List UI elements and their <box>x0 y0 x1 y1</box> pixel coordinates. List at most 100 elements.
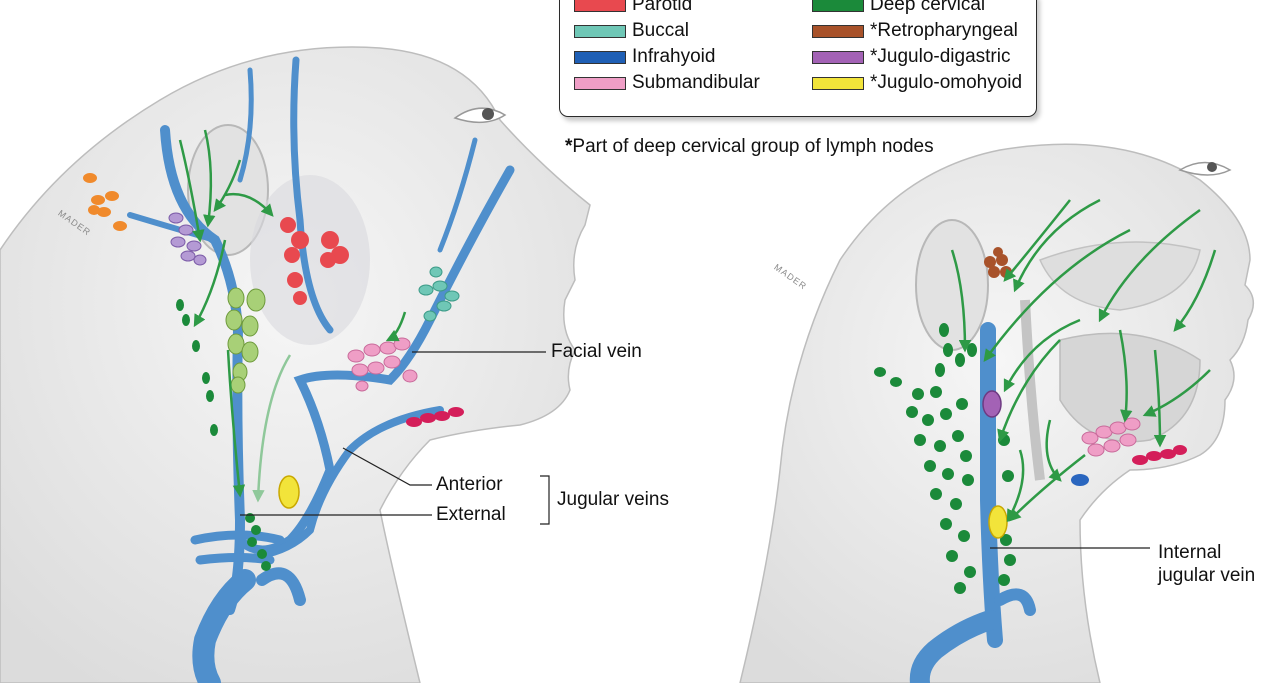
node-mastoid <box>181 251 195 261</box>
node-deep-cervical <box>182 314 190 326</box>
node-submandibular <box>368 362 384 374</box>
node-buccal <box>424 311 436 321</box>
node-deep-cervical <box>257 549 267 559</box>
node-deep-cervical <box>202 372 210 384</box>
node-cervical-superficial <box>242 342 258 362</box>
left-jugulo-omohyoid-node <box>279 476 299 508</box>
legend-swatch <box>812 25 864 38</box>
legend-label: *Jugulo-digastric <box>870 46 1010 68</box>
jugular-veins-bracket <box>540 476 549 524</box>
legend-label: Deep cervical <box>870 0 985 16</box>
node-submental <box>1173 445 1187 455</box>
node-submandibular <box>1120 434 1136 446</box>
node-deep-cervical <box>914 434 926 446</box>
legend-swatch <box>812 77 864 90</box>
node-buccal <box>430 267 442 277</box>
legend-item-parotid: Parotid <box>574 0 692 17</box>
right-pupil <box>1207 162 1217 172</box>
node-submental <box>420 413 436 423</box>
node-submandibular <box>348 350 364 362</box>
legend-item-buccal: Buccal <box>574 19 689 43</box>
legend-swatch <box>574 25 626 38</box>
node-deep-cervical <box>962 474 974 486</box>
node-parotid <box>320 252 336 268</box>
node-mastoid <box>169 213 183 223</box>
node-deep-cervical <box>958 530 970 542</box>
node-deep-cervical <box>934 440 946 452</box>
node-deep-cervical <box>940 518 952 530</box>
legend-label: *Retropharyngeal <box>870 20 1018 42</box>
node-occipital <box>91 195 105 205</box>
footnote: *Part of deep cervical group of lymph no… <box>565 136 934 158</box>
node-parotid <box>293 291 307 305</box>
node-submandibular <box>384 356 400 368</box>
node-deep-cervical <box>952 430 964 442</box>
node-deep-cervical <box>906 406 918 418</box>
node-deep-cervical <box>912 388 924 400</box>
node-deep-cervical <box>1004 554 1016 566</box>
node-occipital <box>88 205 100 215</box>
legend-swatch <box>812 0 864 12</box>
node-deep-cervical <box>964 566 976 578</box>
node-submandibular <box>394 338 410 350</box>
node-deep-cervical <box>942 468 954 480</box>
right-jugulo-digastric-node <box>983 391 1001 417</box>
node-deep-cervical <box>950 498 962 510</box>
node-mastoid <box>187 241 201 251</box>
node-submental <box>434 411 450 421</box>
legend-swatch <box>812 51 864 64</box>
legend-item-jugulo-digastric: *Jugulo-digastric <box>812 45 1010 69</box>
node-deep-cervical <box>955 353 965 367</box>
internal-jugular-vein <box>988 330 995 640</box>
node-deep-cervical <box>940 408 952 420</box>
legend-item-retropharyngeal: *Retropharyngeal <box>812 19 1018 43</box>
node-deep-cervical <box>251 525 261 535</box>
label-facial-vein: Facial vein <box>551 341 642 363</box>
legend-swatch <box>574 51 626 64</box>
right-ear <box>916 220 988 350</box>
node-cervical-superficial <box>231 377 245 393</box>
node-deep-cervical <box>930 488 942 500</box>
legend-label: Buccal <box>632 20 689 42</box>
node-deep-cervical <box>954 582 966 594</box>
node-mastoid <box>194 255 206 265</box>
footnote-text: Part of deep cervical group of lymph nod… <box>572 136 933 157</box>
node-submandibular <box>364 344 380 356</box>
node-deep-cervical <box>922 414 934 426</box>
left-pupil <box>482 108 494 120</box>
node-deep-cervical <box>206 390 214 402</box>
node-submandibular <box>1124 418 1140 430</box>
node-deep-cervical <box>960 450 972 462</box>
node-occipital <box>105 191 119 201</box>
node-buccal <box>433 281 447 291</box>
node-deep-cervical <box>943 343 953 357</box>
legend-label: Submandibular <box>632 72 760 94</box>
node-deep-cervical <box>210 424 218 436</box>
legend-item-deep-cervical: Deep cervical <box>812 0 985 17</box>
node-deep-cervical <box>998 434 1010 446</box>
legend-item-infrahyoid: Infrahyoid <box>574 45 715 69</box>
node-cervical-superficial <box>242 316 258 336</box>
node-submental <box>448 407 464 417</box>
node-deep-cervical <box>924 460 936 472</box>
node-deep-cervical <box>192 340 200 352</box>
node-deep-cervical <box>946 550 958 562</box>
right-jugulo-omohyoid-node <box>989 506 1007 538</box>
node-occipital <box>83 173 97 183</box>
node-retropharyngeal <box>993 247 1003 257</box>
node-deep-cervical <box>1002 470 1014 482</box>
legend-label: Infrahyoid <box>632 46 715 68</box>
node-cervical-superficial <box>226 310 242 330</box>
legend-label: Parotid <box>632 0 692 16</box>
label-internal-jugular-line2: jugular vein <box>1158 565 1255 587</box>
legend: Parotid Buccal Infrahyoid Submandibular … <box>559 0 1037 117</box>
legend-label: *Jugulo-omohyoid <box>870 72 1022 94</box>
node-deep-cervical <box>956 398 968 410</box>
node-deep-cervical <box>939 323 949 337</box>
node-submandibular <box>1082 432 1098 444</box>
node-submandibular <box>1104 440 1120 452</box>
node-deep-cervical <box>967 343 977 357</box>
node-deep-cervical <box>935 363 945 377</box>
node-buccal <box>445 291 459 301</box>
node-deep-cervical <box>930 386 942 398</box>
